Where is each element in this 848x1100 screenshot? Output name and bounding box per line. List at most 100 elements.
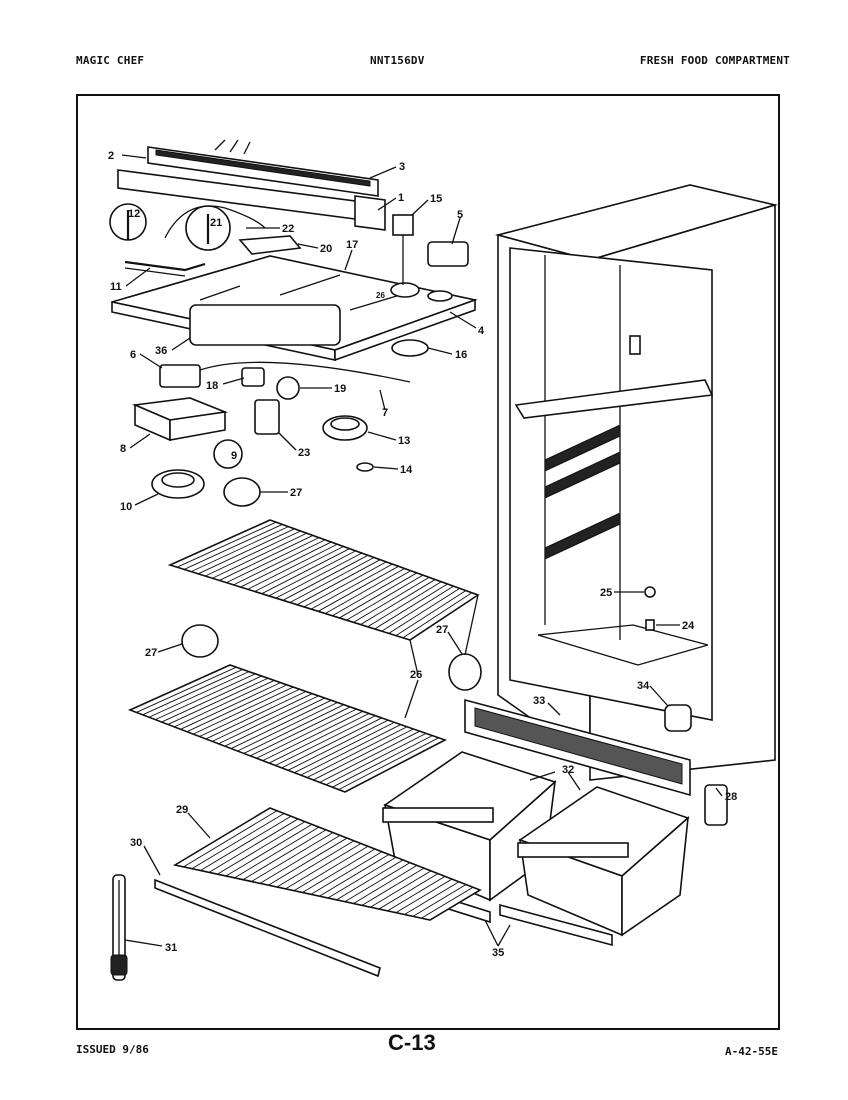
callout-2: 2 [108, 150, 114, 162]
shelf-wire [374, 583, 448, 630]
shelf-wire [256, 708, 357, 759]
shelf-wire [208, 818, 299, 873]
light-shield [629, 335, 641, 355]
shelf-rail-3 [544, 512, 621, 560]
shelf-wire [353, 865, 418, 904]
shelf-wire [293, 845, 369, 892]
socket-18 [241, 367, 265, 387]
shelf-wire [313, 728, 414, 781]
cabinet-rib [514, 379, 714, 419]
cover-trim-30 [154, 878, 381, 978]
callout-19: 19 [334, 383, 346, 395]
shelf-wire [381, 585, 454, 632]
shelf-wire [240, 541, 332, 588]
callout-29: 29 [176, 804, 188, 816]
shelf-rail-2 [544, 451, 621, 499]
shelf-wire [327, 856, 397, 899]
shelf-wire [268, 837, 348, 886]
shelf-wire [296, 559, 381, 606]
leader-lines [121, 154, 723, 947]
thermostat-bracket [124, 260, 206, 277]
shelf-wire [310, 851, 383, 895]
shelf-wire [251, 832, 334, 882]
callout-33: 33 [533, 695, 545, 707]
shelf-wire [289, 557, 375, 603]
diagram-frame [76, 94, 780, 1030]
shelf-wire [174, 680, 275, 728]
callout-26b: 26 [410, 669, 422, 681]
callout-28: 28 [725, 791, 737, 803]
shelf-wire [205, 691, 307, 740]
callout-11: 11 [110, 281, 122, 293]
shelf-wire [219, 535, 314, 581]
callout-27a: 27 [290, 487, 302, 499]
screw-24 [645, 619, 655, 631]
shelf-wire [387, 875, 446, 912]
callout-18: 18 [206, 380, 218, 392]
callout-12: 12 [128, 208, 140, 220]
screw-25 [644, 586, 656, 598]
shelf-wire [249, 706, 351, 757]
callout-6: 6 [130, 349, 136, 361]
callout-30: 30 [130, 837, 142, 849]
shelf-wire [233, 539, 326, 586]
shelf-wire [212, 693, 313, 742]
callout-14: 14 [400, 464, 413, 476]
shelf-wire [285, 843, 362, 890]
callout-5: 5 [457, 209, 463, 221]
grommet-14 [356, 462, 374, 472]
callout-9: 9 [231, 450, 237, 462]
shelf-wire [259, 834, 341, 884]
shelf-wire [300, 724, 401, 776]
callout-22: 22 [282, 223, 294, 235]
section-title: FRESH FOOD COMPARTMENT [639, 54, 790, 67]
callout-17: 17 [346, 239, 358, 251]
shelf-wire [224, 697, 326, 747]
shelf-wire [247, 543, 338, 590]
crisper-right [517, 786, 690, 937]
shelf-wire [155, 673, 256, 721]
shelf-wire [339, 572, 418, 619]
wire-shelf-lower [127, 664, 448, 793]
shelf-wire [303, 561, 387, 608]
shelf-wire [205, 530, 301, 577]
shelf-wire [199, 688, 300, 737]
shelf-wire [148, 671, 250, 718]
shelf-wire [325, 732, 427, 786]
detail-circle-9 [213, 439, 243, 469]
shelf-wire [234, 826, 320, 879]
plate-20 [238, 235, 302, 255]
callout-25: 25 [600, 587, 612, 599]
shelf-wire [378, 873, 439, 910]
shelf-wire [190, 526, 289, 573]
callout-7: 7 [382, 407, 388, 419]
shelf-wire [310, 563, 393, 610]
brand-label: MAGIC CHEF [76, 54, 145, 67]
shelf-wire [412, 884, 467, 917]
shelf-wire [395, 878, 453, 914]
shelf-support-27b [181, 624, 219, 658]
shelf-wire [344, 862, 411, 903]
shelf-wire [268, 550, 356, 597]
shelf-wire [306, 726, 408, 778]
shelf-wire [332, 735, 433, 788]
light-socket-5 [427, 241, 469, 267]
wire-loop [164, 205, 266, 239]
callout-labels: 1 2 3 4 5 6 7 8 9 10 11 12 13 14 15 16 1… [108, 150, 737, 959]
shelf-wire [395, 590, 467, 636]
shelf-wire [370, 870, 432, 908]
shelf-wire [346, 574, 424, 621]
callout-8: 8 [120, 443, 126, 455]
shelf-wire [319, 730, 420, 783]
shelf-wire [353, 576, 430, 623]
shelf-wire [294, 721, 395, 774]
shelf-wire [226, 537, 320, 584]
shelf-wire [402, 592, 473, 639]
callout-20: 20 [320, 243, 332, 255]
shelf-wire [388, 588, 460, 634]
shelf-wire [243, 704, 345, 754]
toe-grille [464, 698, 691, 797]
shelf-wire [191, 813, 285, 870]
crisper-slide-right [499, 903, 613, 947]
shelf-wire [336, 859, 404, 901]
